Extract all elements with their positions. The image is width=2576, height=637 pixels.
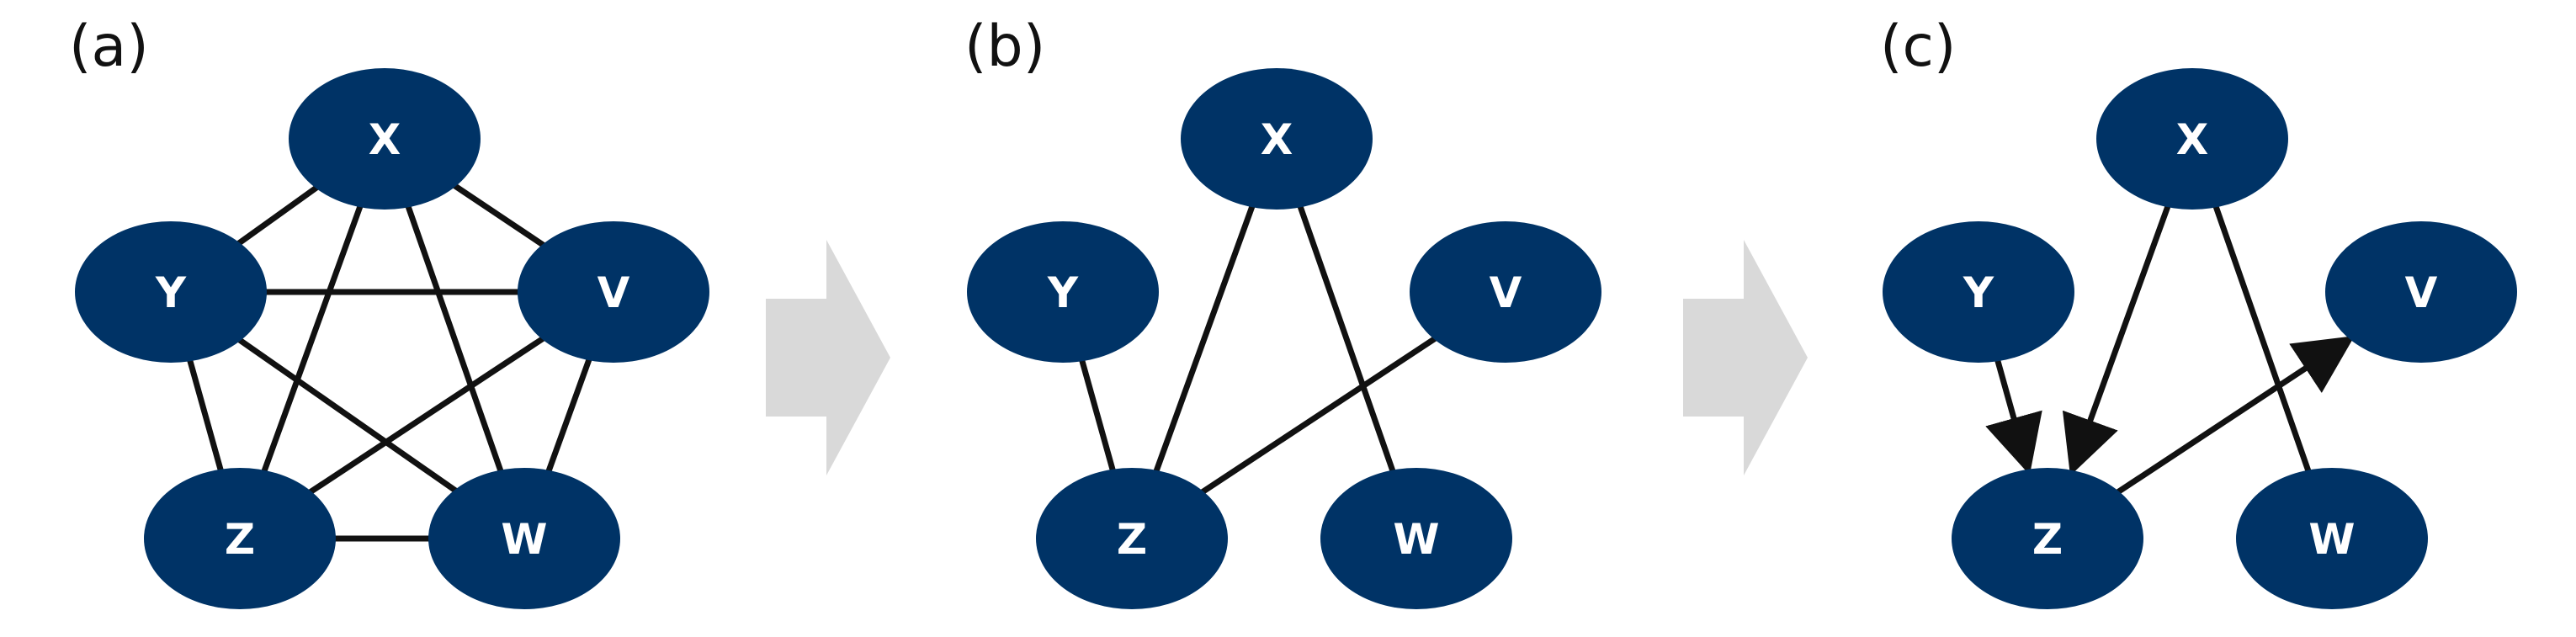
node-label: Y [1963, 268, 1994, 317]
node-w: W [428, 468, 620, 609]
node-ellipse [1320, 468, 1512, 609]
node-label: Z [2032, 515, 2063, 564]
node-ellipse [2236, 468, 2428, 609]
node-label: W [501, 515, 547, 564]
node-label: V [1490, 268, 1522, 317]
panel-label: (a) [69, 13, 149, 80]
node-y: Y [967, 221, 1159, 363]
node-ellipse [289, 68, 481, 210]
node-z: Z [1036, 468, 1228, 609]
node-label: W [1393, 515, 1439, 564]
node-label: V [2405, 268, 2438, 317]
node-label: X [369, 115, 401, 164]
node-ellipse [75, 221, 267, 363]
node-ellipse [428, 468, 620, 609]
node-ellipse [2096, 68, 2288, 210]
node-ellipse [1036, 468, 1228, 609]
node-w: W [2236, 468, 2428, 609]
panel-nodes: X Y V Z W [1883, 68, 2517, 609]
node-x: X [2096, 68, 2288, 210]
node-label: Y [1047, 268, 1079, 317]
node-label: X [2176, 115, 2209, 164]
node-z: Z [1952, 468, 2143, 609]
node-z: Z [144, 468, 336, 609]
node-y: Y [1883, 221, 2074, 363]
panel-nodes: X Y V Z W [967, 68, 1601, 609]
node-label: V [598, 268, 630, 317]
node-v: V [518, 221, 709, 363]
panel-label: (c) [1880, 13, 1956, 80]
node-label: Y [155, 268, 187, 317]
node-v: V [1410, 221, 1601, 363]
panel-label: (b) [964, 13, 1045, 80]
node-y: Y [75, 221, 267, 363]
node-label: Z [1117, 515, 1147, 564]
node-ellipse [1952, 468, 2143, 609]
node-ellipse [967, 221, 1159, 363]
node-ellipse [518, 221, 709, 363]
node-ellipse [2325, 221, 2517, 363]
node-label: W [2308, 515, 2355, 564]
panel-a: (a) X Y V Z W [69, 13, 709, 609]
panel-nodes: X Y V Z W [75, 68, 709, 609]
node-ellipse [1181, 68, 1373, 210]
node-x: X [289, 68, 481, 210]
node-w: W [1320, 468, 1512, 609]
node-label: X [1261, 115, 1293, 164]
panel-c: (c) X Y V Z W [1880, 13, 2517, 609]
node-ellipse [1410, 221, 1601, 363]
node-x: X [1181, 68, 1373, 210]
transition-arrow-a-to-b [766, 240, 890, 475]
node-ellipse [144, 468, 336, 609]
node-ellipse [1883, 221, 2074, 363]
node-label: Z [225, 515, 255, 564]
node-v: V [2325, 221, 2517, 363]
panel-b: (b) X Y V Z W [964, 13, 1601, 609]
transition-arrow-b-to-c [1683, 240, 1808, 475]
